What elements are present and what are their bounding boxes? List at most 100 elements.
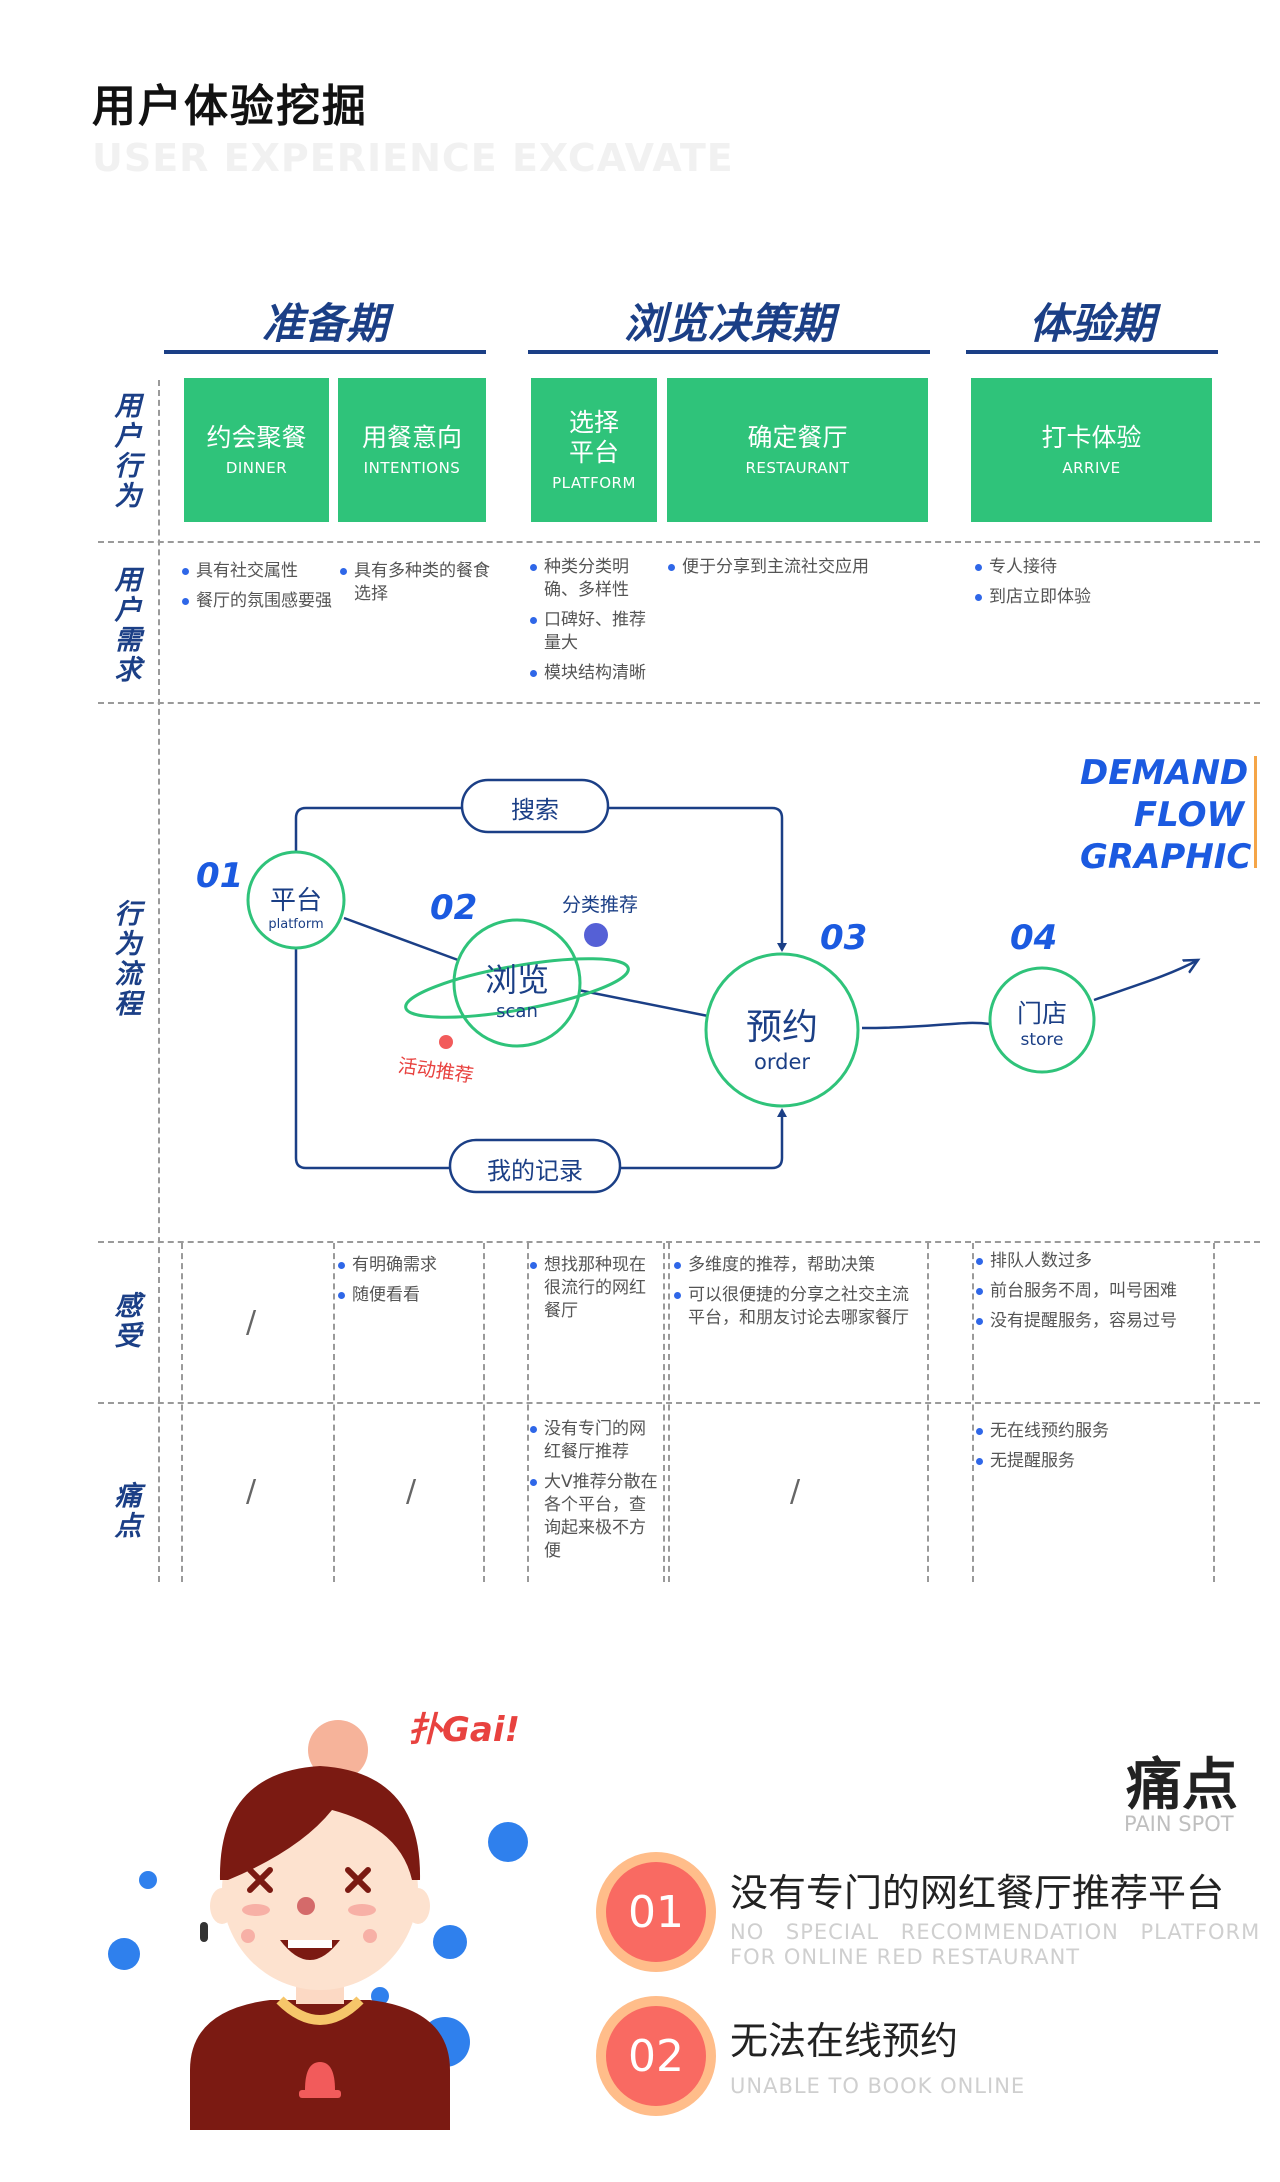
page-subtitle: USER EXPERIENCE EXCAVATE — [92, 136, 734, 180]
grid-divider-1 — [98, 541, 1260, 543]
records-label: 我的记录 — [487, 1157, 583, 1185]
collar — [276, 1996, 364, 2025]
phase-experience: 体验期 — [1028, 299, 1155, 348]
pain-col-5: 无在线预约服务 无提醒服务 — [976, 1420, 1208, 1480]
list-item: 便于分享到主流社交应用 — [668, 556, 928, 579]
feeling-col-1: / — [246, 1305, 257, 1340]
blush — [241, 1929, 255, 1943]
orbit-ring — [404, 957, 630, 1019]
list-item: 可以很便捷的分享之社交主流平台，和朋友讨论去哪家餐厅 — [674, 1284, 924, 1330]
row-label-needs: 用户需求 — [114, 565, 142, 686]
phase-browse-bar — [528, 350, 930, 354]
needs-col-1: 具有社交属性 餐厅的氛围感要强 — [182, 560, 337, 620]
node-num-03: 03 — [820, 918, 868, 958]
search-label: 搜索 — [511, 796, 559, 824]
col-divider — [668, 1243, 670, 1582]
list-item: 多维度的推荐，帮助决策 — [674, 1254, 924, 1277]
node-store-circle — [988, 966, 1096, 1074]
cheek-right — [348, 1904, 376, 1916]
list-item: 餐厅的氛围感要强 — [182, 590, 337, 613]
nose — [297, 1897, 315, 1915]
cheek-left — [242, 1904, 270, 1916]
col-divider — [927, 1243, 929, 1582]
row-label-pain: 痛点 — [114, 1481, 142, 1542]
pain-item-1-title: 没有专门的网红餐厅推荐平台 — [730, 1871, 1225, 1915]
hair — [219, 1766, 421, 1880]
pain-item-2-desc: UNABLE TO BOOK ONLINE — [730, 2074, 1026, 2098]
pain-number-02: 02 — [596, 1996, 716, 2116]
list-item: 排队人数过多 — [976, 1250, 1208, 1273]
phase-experience-bar — [966, 350, 1218, 354]
grid-divider-4 — [98, 1402, 1260, 1404]
alarm-icon — [305, 2062, 335, 2090]
records-pill — [448, 1138, 622, 1194]
list-item: 没有提醒服务，容易过号 — [976, 1310, 1208, 1333]
list-item: 模块结构清晰 — [530, 662, 660, 685]
feeling-col-2: 有明确需求 随便看看 — [338, 1254, 483, 1314]
hair-bun — [308, 1720, 368, 1780]
col-divider — [1213, 1243, 1215, 1582]
needs-col-4: 便于分享到主流社交应用 — [668, 556, 928, 586]
ear-right — [406, 1888, 430, 1924]
needs-col-3: 种类分类明确、多样性 口碑好、推荐量大 模块结构清晰 — [530, 556, 660, 692]
character-illustration — [108, 1720, 528, 2130]
phase-browse: 浏览决策期 — [623, 299, 834, 348]
planet-category — [584, 923, 608, 947]
list-item: 无在线预约服务 — [976, 1420, 1208, 1443]
row-label-behavior: 用户行为 — [114, 391, 142, 512]
feeling-col-5: 排队人数过多 前台服务不周，叫号困难 没有提醒服务，容易过号 — [976, 1250, 1208, 1340]
node-order: 预约 order — [745, 1007, 818, 1074]
col-divider — [181, 1243, 183, 1582]
pain-col-4: / — [790, 1474, 801, 1509]
grid-divider-vertical — [158, 380, 160, 1582]
grid-divider-2 — [98, 702, 1260, 704]
list-item: 没有专门的网红餐厅推荐 — [530, 1418, 660, 1464]
list-item: 随便看看 — [338, 1284, 483, 1307]
node-num-04: 04 — [1010, 918, 1058, 958]
list-item: 具有多种类的餐食选择 — [340, 560, 490, 606]
pain-item-1-desc: NO SPECIAL RECOMMENDATION PLATFORM FOR O… — [730, 1920, 1261, 1969]
col-divider — [483, 1243, 485, 1582]
pain-col-3: 没有专门的网红餐厅推荐 大V推荐分散在各个平台，查询起来极不方便 — [530, 1418, 660, 1570]
node-store: 门店 store — [1016, 999, 1067, 1050]
list-item: 有明确需求 — [338, 1254, 483, 1277]
col-divider — [527, 1243, 529, 1582]
exit-arrow — [1093, 960, 1198, 1002]
feeling-col-4: 多维度的推荐，帮助决策 可以很便捷的分享之社交主流平台，和朋友讨论去哪家餐厅 — [674, 1254, 924, 1337]
page-title: 用户体验挖掘 — [92, 81, 368, 132]
decor-dot — [488, 1822, 528, 1862]
list-item: 前台服务不周，叫号困难 — [976, 1280, 1208, 1303]
node-platform-circle — [246, 850, 346, 950]
decor-dot — [139, 1871, 157, 1889]
planet-activity — [439, 1035, 453, 1049]
flow-diagram — [246, 756, 1257, 1194]
decor-dot — [371, 1987, 389, 2005]
node-platform: 平台 platform — [268, 886, 324, 932]
row-label-feeling: 感受 — [114, 1291, 142, 1352]
needs-col-2: 具有多种类的餐食选择 — [340, 560, 490, 613]
pain-title: 痛点 — [1126, 1753, 1238, 1818]
eye-x-left — [247, 1867, 273, 1893]
exclaim-text: 扑Gai! — [408, 1710, 521, 1750]
list-item: 大V推荐分散在各个平台，查询起来极不方便 — [530, 1471, 660, 1563]
list-item: 种类分类明确、多样性 — [530, 556, 660, 602]
ear-left — [210, 1888, 234, 1924]
col-divider — [972, 1243, 974, 1582]
category-label: 分类推荐 — [562, 894, 639, 916]
eye-x-right — [345, 1867, 371, 1893]
list-item: 想找那种现在很流行的网红餐厅 — [530, 1254, 660, 1323]
decor-dot — [433, 1925, 467, 1959]
pain-col-2: / — [406, 1474, 417, 1509]
row-label-flow: 行为流程 — [114, 899, 142, 1020]
feeling-col-3: 想找那种现在很流行的网红餐厅 — [530, 1254, 660, 1330]
earring — [200, 1922, 208, 1942]
list-item: 无提醒服务 — [976, 1450, 1208, 1473]
node-scan: 浏览 scan — [484, 961, 549, 1022]
phase-prepare-bar — [164, 350, 486, 354]
node-num-01: 01 — [196, 856, 244, 896]
pain-subtitle: PAIN SPOT — [1124, 1812, 1234, 1836]
